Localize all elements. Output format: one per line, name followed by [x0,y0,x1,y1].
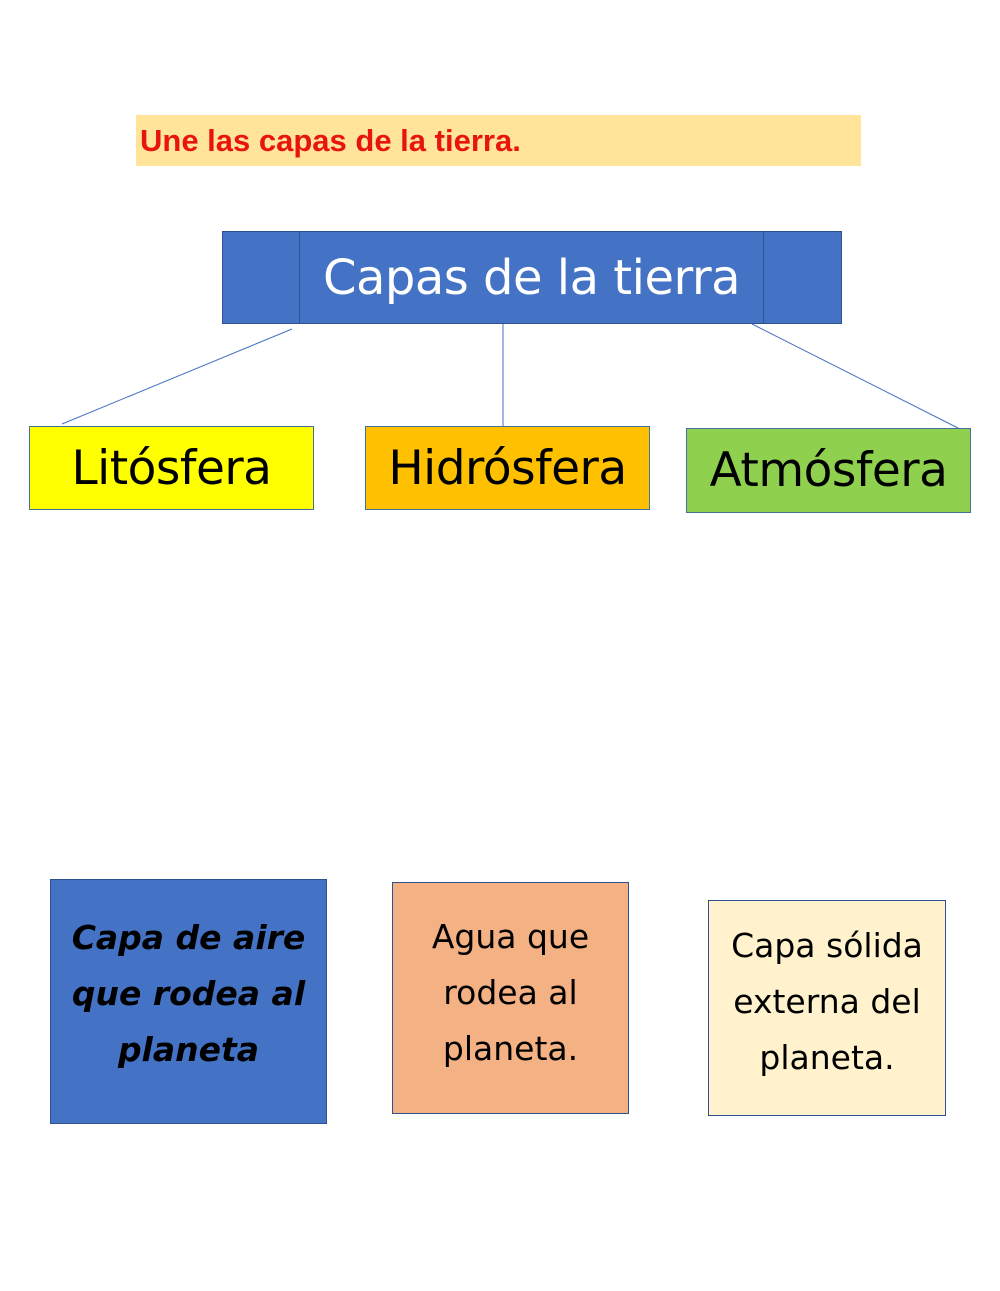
card-line: Capa de aire [71,918,306,957]
card-line: rodea al [443,973,578,1012]
layer-litosfera[interactable]: Litósfera [29,426,314,510]
card-water-definition[interactable]: Agua que rodea al planeta. [392,882,629,1114]
card-line: Agua que [431,917,590,956]
card-line: planeta [117,1030,260,1069]
connector-line-litosfera [61,328,293,425]
instruction-title: Une las capas de la tierra. [136,115,861,166]
card-line: planeta. [442,1029,579,1068]
root-node-right-segment [763,232,841,323]
card-line: que rodea al [71,974,306,1013]
connector-line-atmosfera [751,323,959,429]
layer-hidrosfera[interactable]: Hidrósfera [365,426,650,510]
card-line: planeta. [759,1038,895,1077]
root-node-left-segment [223,232,300,323]
root-node: Capas de la tierra [222,231,842,324]
layer-atmosfera[interactable]: Atmósfera [686,428,971,513]
card-line: Capa sólida [731,926,923,965]
card-line: externa del [733,982,921,1021]
root-node-title: Capas de la tierra [322,249,741,306]
card-air-definition[interactable]: Capa de aire que rodea al planeta [50,879,327,1124]
card-solid-definition[interactable]: Capa sólida externa del planeta. [708,900,946,1116]
